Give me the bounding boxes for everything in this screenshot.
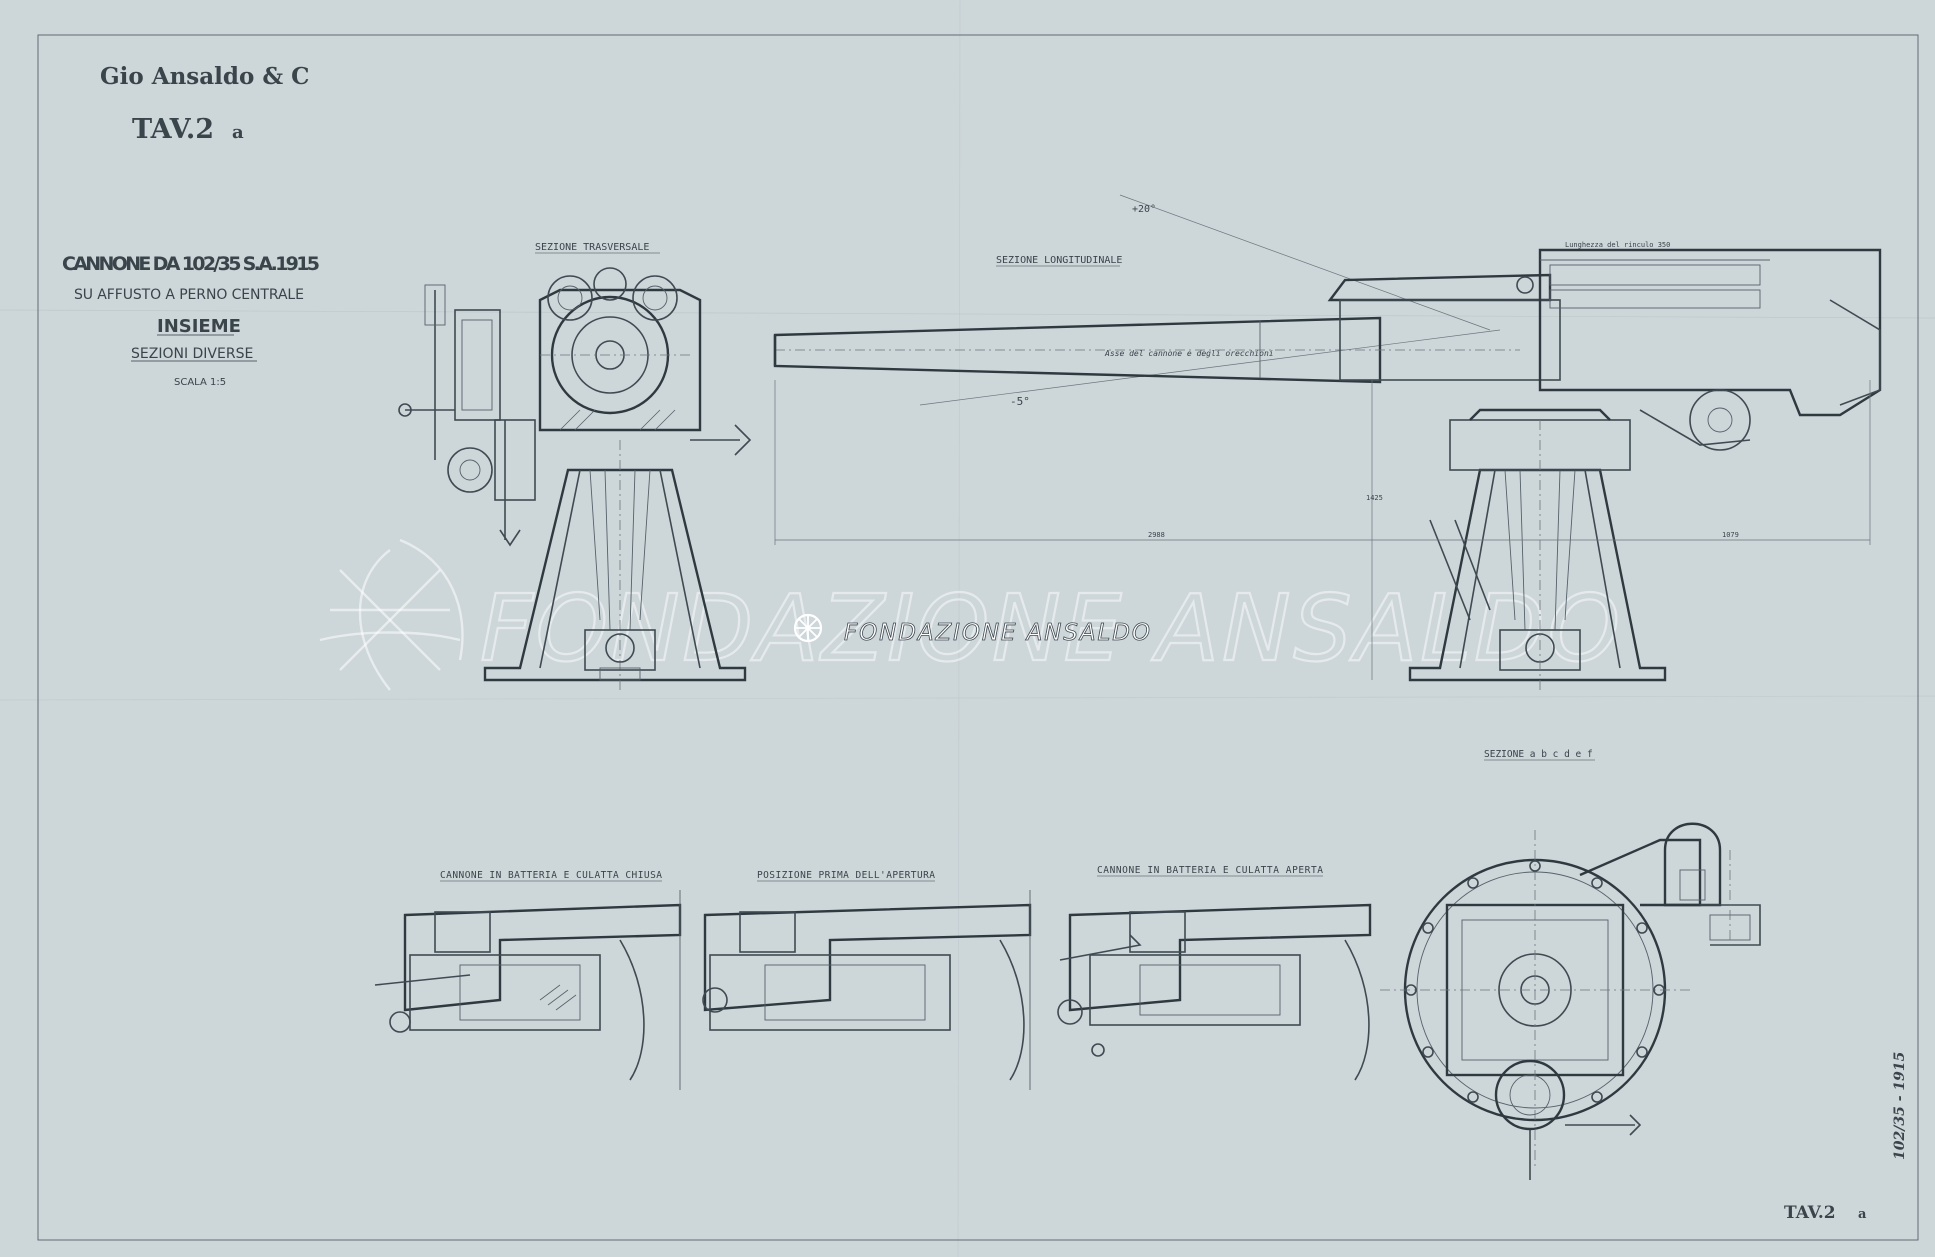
sheet-border (37, 34, 1919, 1241)
svg-text:+20°: +20° (1132, 204, 1156, 215)
svg-text:POSIZIONE PRIMA DELL'APERTURA: POSIZIONE PRIMA DELL'APERTURA (757, 870, 935, 881)
svg-text:1079: 1079 (1722, 531, 1739, 539)
title-line-1: CANNONE DA 102/35 S.A.1915 (62, 253, 320, 275)
svg-text:TAV.2: TAV.2 (132, 114, 214, 145)
svg-text:CANNONE IN BATTERIA E CULATTA: CANNONE IN BATTERIA E CULATTA APERTA (1097, 865, 1323, 876)
title-block: CANNONE DA 102/35 S.A.1915 SU AFFUSTO A … (62, 253, 320, 388)
longitudinal-section-drawing: SEZIONE LONGITUDINALE +20° -5° Asse del … (773, 194, 1882, 690)
title-line-5: SCALA 1:5 (174, 377, 226, 388)
watermark-large: FONDAZIONE ANSALDO (319, 538, 1621, 691)
watermark-small: FONDAZIONE ANSALDO (793, 613, 1150, 646)
section-abcdef-drawing: SEZIONE a b c d e f (1380, 749, 1761, 1180)
ansaldo-logo-large (319, 538, 464, 691)
svg-text:a: a (1858, 1207, 1867, 1222)
company-name: Gio Ansaldo & C (100, 63, 309, 90)
svg-text:Lunghezza del rinculo 350: Lunghezza del rinculo 350 (1565, 241, 1670, 249)
transverse-section-drawing: SEZIONE TRASVERSALE (398, 242, 752, 690)
detail-before-opening: POSIZIONE PRIMA DELL'APERTURA (702, 870, 1032, 1090)
svg-text:SEZIONE a b c d e f: SEZIONE a b c d e f (1484, 749, 1593, 760)
svg-text:a: a (232, 122, 244, 143)
plate-number-top: TAV.2 a (132, 114, 244, 145)
svg-text:Asse del cannone e degli orecc: Asse del cannone e degli orecchioni (1104, 349, 1274, 358)
svg-text:2988: 2988 (1148, 531, 1165, 539)
svg-text:FONDAZIONE ANSALDO: FONDAZIONE ANSALDO (844, 620, 1150, 646)
detail-breech-open: CANNONE IN BATTERIA E CULATTA APERTA (1057, 865, 1372, 1081)
svg-text:SEZIONE LONGITUDINALE: SEZIONE LONGITUDINALE (996, 255, 1122, 266)
margin-note: 102/35 - 1915 (1892, 1052, 1908, 1160)
ansaldo-logo-small (793, 613, 823, 643)
svg-text:TAV.2: TAV.2 (1784, 1203, 1836, 1223)
title-line-4: SEZIONI DIVERSE (131, 346, 253, 362)
plate-number-bottom: TAV.2 a (1784, 1203, 1867, 1223)
detail-breech-closed: CANNONE IN BATTERIA E CULATTA CHIUSA (374, 870, 682, 1090)
svg-text:SEZIONE TRASVERSALE: SEZIONE TRASVERSALE (535, 242, 649, 253)
svg-text:CANNONE IN BATTERIA E CULATTA: CANNONE IN BATTERIA E CULATTA CHIUSA (440, 870, 662, 881)
svg-text:FONDAZIONE ANSALDO: FONDAZIONE ANSALDO (480, 575, 1620, 682)
svg-text:1425: 1425 (1366, 494, 1383, 502)
title-line-2: SU AFFUSTO A PERNO CENTRALE (74, 287, 304, 303)
svg-text:-5°: -5° (1010, 395, 1030, 408)
title-line-3: INSIEME (157, 316, 241, 337)
